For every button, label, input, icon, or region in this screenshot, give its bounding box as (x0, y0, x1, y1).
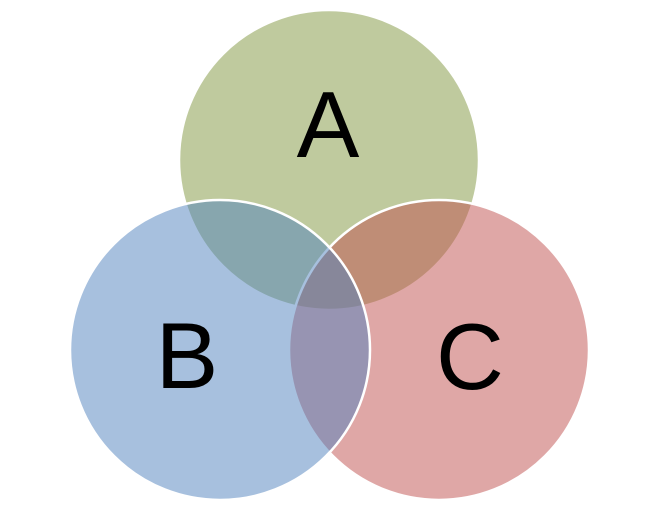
label-c: C (436, 304, 504, 409)
label-b: B (156, 303, 219, 408)
circle-b (68, 198, 372, 502)
set-b (68, 198, 372, 502)
label-a: A (297, 72, 360, 177)
